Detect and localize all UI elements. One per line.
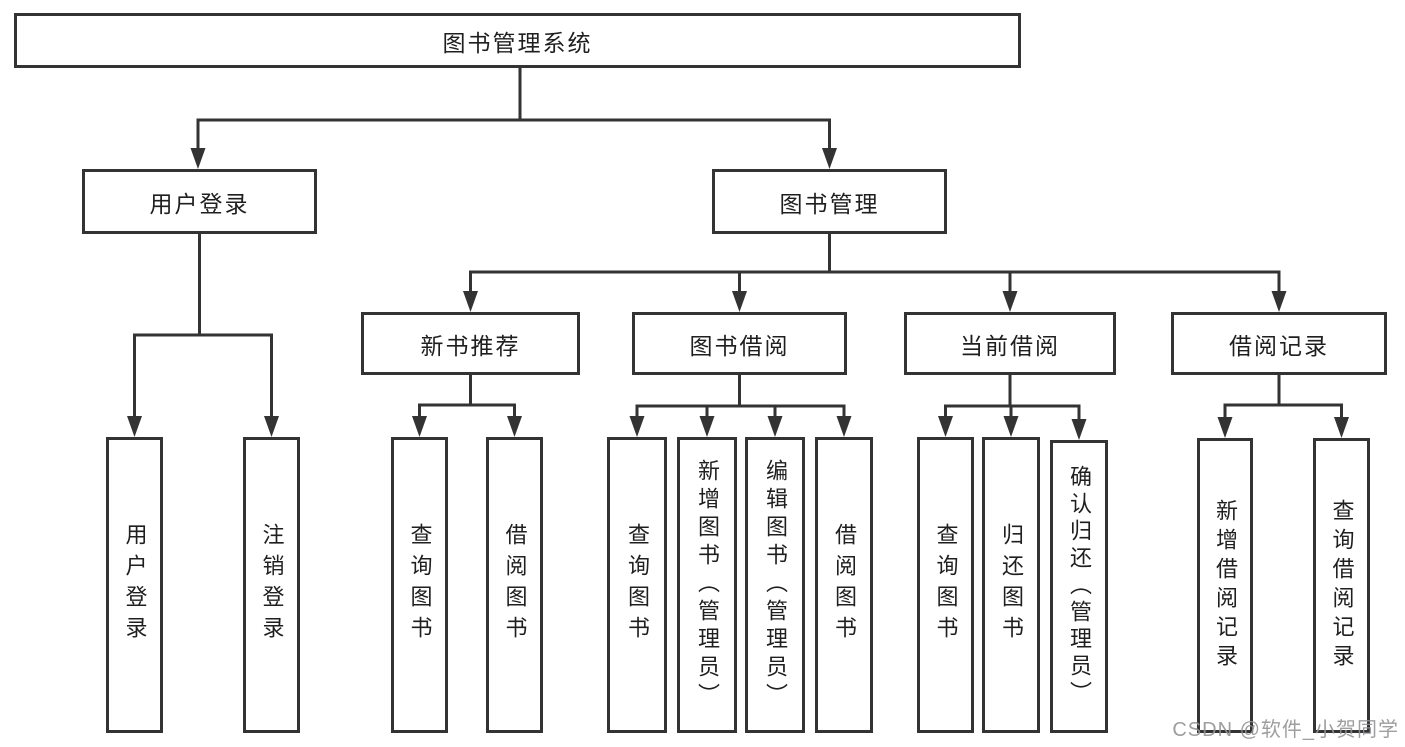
leaf-logout: 注销登录	[243, 437, 300, 733]
arrow-down-icon	[190, 148, 206, 169]
leaf-confirm-return-admin: 确认归还（管理员）	[1050, 440, 1108, 733]
node-label: 查询图书	[407, 523, 433, 647]
leaf-query-borrow-record: 查询借阅记录	[1313, 438, 1370, 733]
csdn-watermark: CSDN @软件_小贺同学	[1172, 719, 1399, 741]
node-label: 归还图书	[999, 523, 1024, 647]
arrow-down-icon	[822, 148, 837, 169]
arrow-down-icon	[1002, 291, 1018, 312]
node-label: 编辑图书（管理员）	[763, 459, 788, 711]
connector-user-login-children	[133, 232, 273, 426]
node-borrow-records: 借阅记录	[1171, 312, 1387, 375]
arrow-down-icon	[836, 416, 852, 437]
node-new-book-recommend: 新书推荐	[361, 312, 580, 375]
node-label: 当前借阅	[960, 332, 1060, 359]
node-book-borrow: 图书借阅	[632, 312, 847, 375]
leaf-return-books: 归还图书	[982, 437, 1040, 733]
node-label: 图书管理	[779, 190, 880, 217]
connector-book-borrow-children	[635, 373, 846, 426]
node-label: 图书借阅	[689, 332, 790, 359]
arrow-down-icon	[1217, 417, 1233, 438]
leaf-edit-books-admin: 编辑图书（管理员）	[745, 437, 805, 733]
node-library-management-system: 图书管理系统	[14, 13, 1021, 68]
arrow-down-icon	[463, 291, 478, 312]
leaf-query-books-current: 查询图书	[917, 437, 974, 733]
node-label: 借阅图书	[832, 523, 857, 647]
arrow-down-icon	[412, 416, 427, 437]
arrow-down-icon	[699, 416, 715, 437]
arrow-down-icon	[127, 416, 142, 437]
node-label: 用户登录	[122, 523, 148, 647]
node-label: 借阅记录	[1229, 332, 1329, 359]
leaf-borrow-books: 借阅图书	[815, 437, 873, 733]
connector-root-to-level2	[196, 66, 831, 158]
leaf-add-books-admin: 新增图书（管理员）	[677, 437, 737, 733]
node-book-management: 图书管理	[712, 169, 947, 234]
leaf-borrow-books-recommend: 借阅图书	[486, 437, 543, 733]
node-label: 查询图书	[625, 523, 650, 647]
arrow-down-icon	[264, 416, 279, 437]
arrow-down-icon	[1271, 291, 1287, 312]
arrow-down-icon	[629, 416, 645, 437]
arrow-down-icon	[1334, 417, 1349, 438]
arrow-down-icons	[127, 148, 1349, 440]
node-user-login: 用户登录	[82, 169, 317, 234]
leaf-query-books-recommend: 查询图书	[391, 437, 448, 733]
arrow-down-icon	[938, 416, 953, 437]
connector-borrow-records-children	[1223, 373, 1343, 427]
node-label: 查询借阅记录	[1329, 498, 1355, 673]
leaf-user-login: 用户登录	[106, 437, 163, 733]
node-label: 借阅图书	[502, 523, 528, 647]
connector-new-book-recommend-children	[418, 373, 516, 426]
node-label: 图书管理系统	[442, 29, 593, 56]
leaf-query-books: 查询图书	[607, 437, 667, 733]
node-label: 新增图书（管理员）	[695, 459, 720, 711]
node-current-borrow: 当前借阅	[904, 312, 1116, 375]
node-label: 用户登录	[149, 190, 250, 217]
arrow-down-icon	[767, 416, 783, 437]
node-label: 新书推荐	[420, 332, 521, 359]
connector-current-borrow-children	[944, 373, 1081, 429]
arrow-down-icon	[1003, 416, 1019, 437]
node-label: 新增借阅记录	[1213, 498, 1238, 673]
connector-book-management-children	[469, 232, 1281, 301]
arrow-down-icon	[732, 291, 747, 312]
node-label: 查询图书	[933, 523, 959, 647]
leaf-add-borrow-record: 新增借阅记录	[1197, 438, 1253, 733]
node-label: 注销登录	[259, 523, 285, 647]
arrow-down-icon	[1071, 419, 1087, 440]
arrow-down-icon	[507, 416, 522, 437]
node-label: 确认归还（管理员）	[1067, 465, 1092, 708]
